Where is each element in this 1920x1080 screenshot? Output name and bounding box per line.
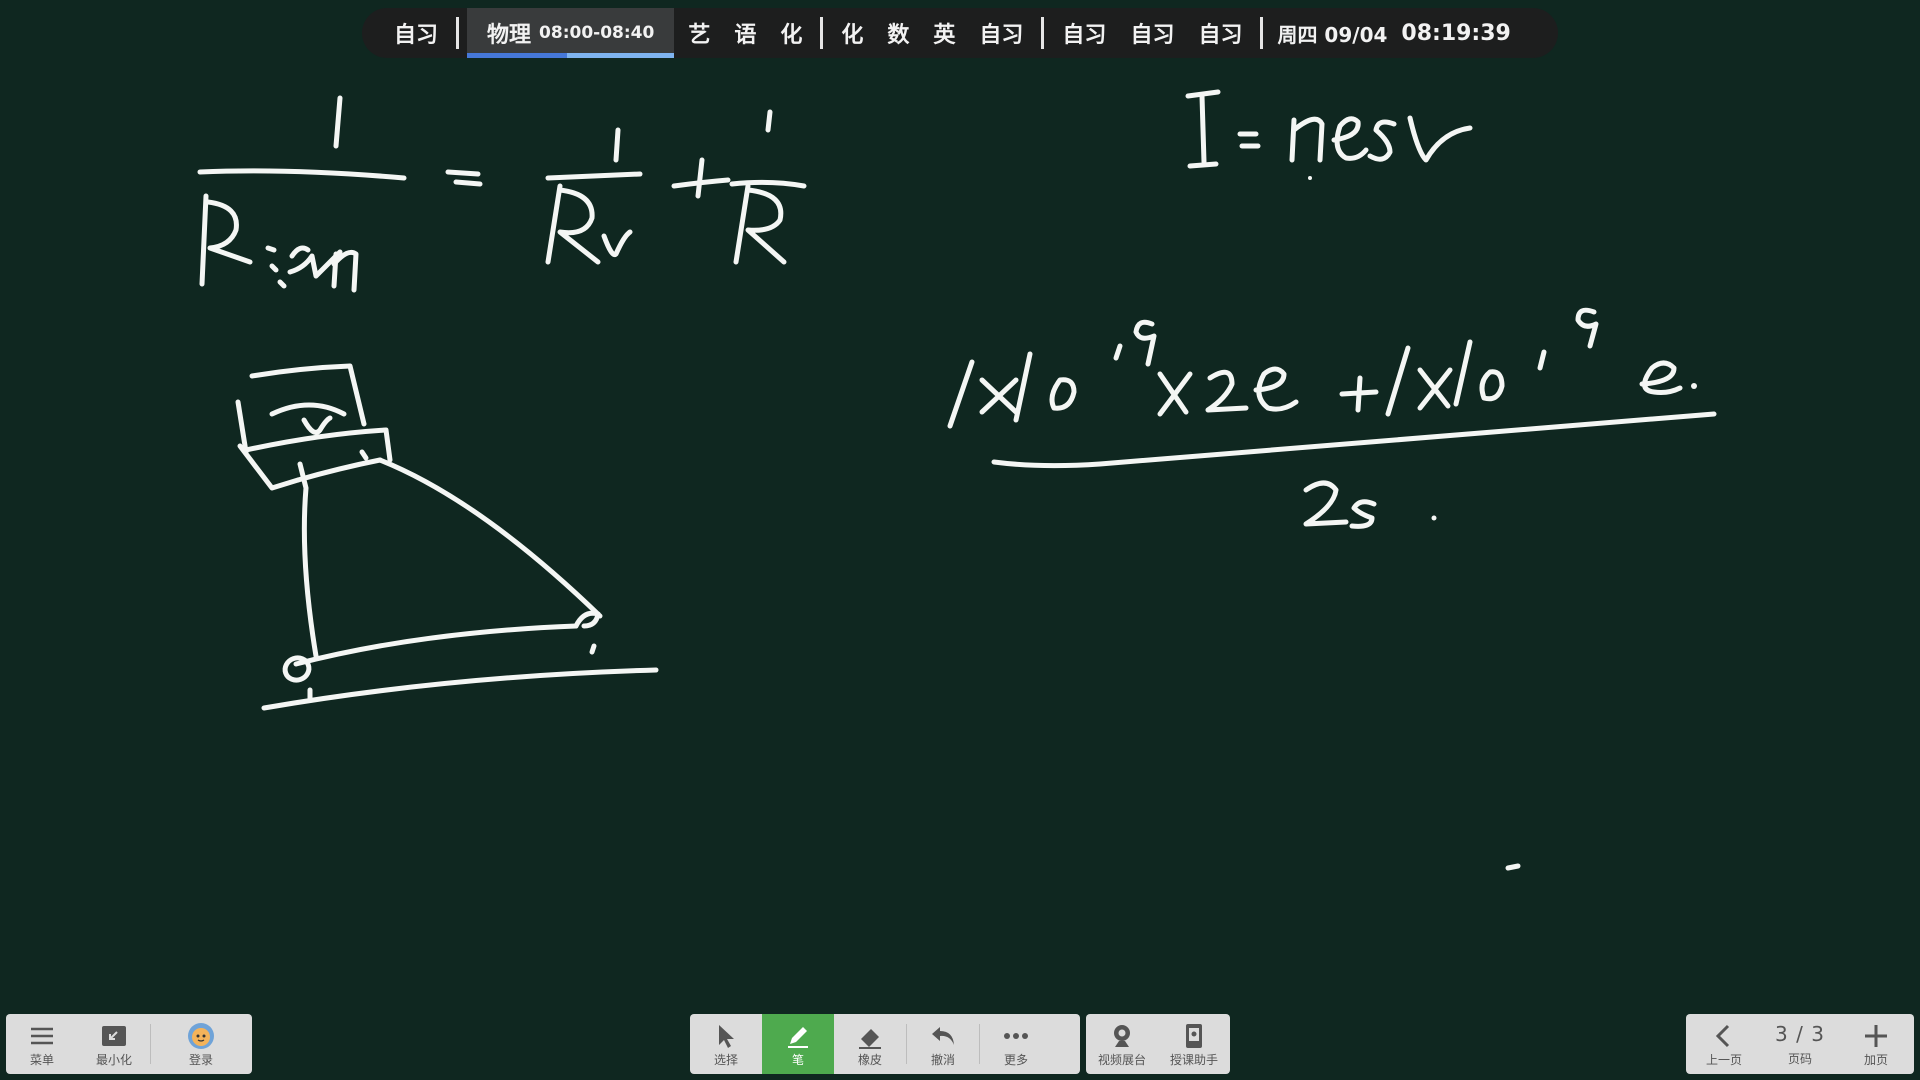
tablet-icon xyxy=(1186,1024,1202,1048)
schedule-item: 自习 xyxy=(1062,23,1107,48)
schedule-item: 自习 xyxy=(1198,23,1243,48)
eraser-tool-button[interactable]: 橡皮 xyxy=(834,1014,906,1074)
current-class: 物理 08:00-08:40 xyxy=(467,8,675,58)
class-schedule-bar: 自习 物理 08:00-08:40 艺 语 化 化 数 英 自习 自习 自习 自… xyxy=(362,8,1558,58)
schedule-item: 语 xyxy=(734,23,757,48)
handwritten-voltmeter-sketch xyxy=(235,363,659,711)
schedule-item: 化 xyxy=(780,23,803,48)
prev-page-label: 上一页 xyxy=(1705,1053,1742,1067)
more-dots-icon xyxy=(1004,1033,1028,1039)
pen-tool-label: 笔 xyxy=(791,1053,804,1067)
schedule-item: 自习 xyxy=(394,23,439,48)
eraser-icon xyxy=(859,1029,881,1049)
current-class-name: 物理 xyxy=(487,23,532,48)
minimize-button[interactable]: 最小化 xyxy=(78,1014,150,1074)
left-toolbar: 菜单 最小化 登录 xyxy=(6,1014,252,1074)
toolbar-divider xyxy=(150,1024,151,1064)
menu-button[interactable]: 菜单 xyxy=(6,1014,78,1074)
select-tool-label: 选择 xyxy=(713,1053,738,1067)
weekday-date: 周四 09/04 xyxy=(1277,22,1388,47)
teaching-tools-toolbar: 视频展台 授课助手 xyxy=(1086,1014,1230,1074)
handwritten-parallel-resistance-formula xyxy=(197,95,807,293)
schedule-item: 自习 xyxy=(979,23,1024,48)
undo-icon xyxy=(932,1027,954,1045)
teaching-assistant-button[interactable]: 授课助手 xyxy=(1158,1014,1230,1074)
drawing-toolbar: 选择 笔 橡皮 撤消 更多 xyxy=(690,1014,1080,1074)
page-indicator: 3 / 3 xyxy=(1775,1022,1825,1046)
minimize-label: 最小化 xyxy=(95,1053,132,1067)
schedule-item: 英 xyxy=(933,23,956,48)
more-button[interactable]: 更多 xyxy=(980,1014,1052,1074)
clock: 08:19:39 xyxy=(1401,20,1511,46)
hamburger-icon xyxy=(31,1027,53,1045)
add-page-label: 加页 xyxy=(1863,1053,1888,1067)
pen-tool-button[interactable]: 笔 xyxy=(762,1014,834,1074)
avatar-icon xyxy=(188,1023,214,1049)
toolbar-divider xyxy=(979,1024,980,1064)
handwritten-current-formula xyxy=(1185,89,1473,169)
toolbar-divider xyxy=(906,1024,907,1064)
schedule-divider xyxy=(456,17,460,49)
schedule-divider xyxy=(1041,17,1045,49)
schedule-item: 数 xyxy=(887,23,910,48)
undo-button[interactable]: 撤消 xyxy=(907,1014,979,1074)
video-presenter-label: 视频展台 xyxy=(1097,1053,1146,1067)
page-toolbar: 上一页 3 / 3 页码 加页 xyxy=(1686,1014,1914,1074)
page-indicator-button[interactable]: 3 / 3 页码 xyxy=(1762,1014,1838,1074)
class-progress-bar xyxy=(467,53,675,58)
handwritten-charge-numerator xyxy=(947,307,1697,429)
video-presenter-button[interactable]: 视频展台 xyxy=(1086,1014,1158,1074)
prev-page-button[interactable]: 上一页 xyxy=(1686,1014,1762,1074)
minimize-icon xyxy=(102,1026,126,1046)
undo-label: 撤消 xyxy=(930,1053,955,1067)
plus-icon xyxy=(1865,1025,1887,1047)
select-tool-button[interactable]: 选择 xyxy=(690,1014,762,1074)
add-page-button[interactable]: 加页 xyxy=(1838,1014,1914,1074)
schedule-divider xyxy=(1260,17,1264,49)
menu-label: 菜单 xyxy=(29,1053,54,1067)
more-label: 更多 xyxy=(1003,1053,1028,1067)
login-button[interactable]: 登录 xyxy=(151,1014,251,1074)
handwritten-denominator xyxy=(991,176,1717,871)
schedule-item: 自习 xyxy=(1130,23,1175,48)
cursor-icon xyxy=(719,1025,734,1048)
schedule-item: 艺 xyxy=(688,23,711,48)
schedule-divider xyxy=(820,17,824,49)
login-label: 登录 xyxy=(188,1053,213,1067)
page-indicator-label: 页码 xyxy=(1787,1052,1812,1066)
camera-icon xyxy=(1114,1025,1130,1047)
teaching-assistant-label: 授课助手 xyxy=(1169,1053,1218,1067)
current-class-time: 08:00-08:40 xyxy=(539,23,655,43)
whiteboard-canvas[interactable] xyxy=(0,0,1920,1000)
eraser-tool-label: 橡皮 xyxy=(857,1053,882,1067)
pen-icon xyxy=(788,1027,808,1048)
schedule-item: 化 xyxy=(841,23,864,48)
chevron-left-icon xyxy=(1715,1024,1730,1048)
class-progress-fill xyxy=(467,53,567,58)
